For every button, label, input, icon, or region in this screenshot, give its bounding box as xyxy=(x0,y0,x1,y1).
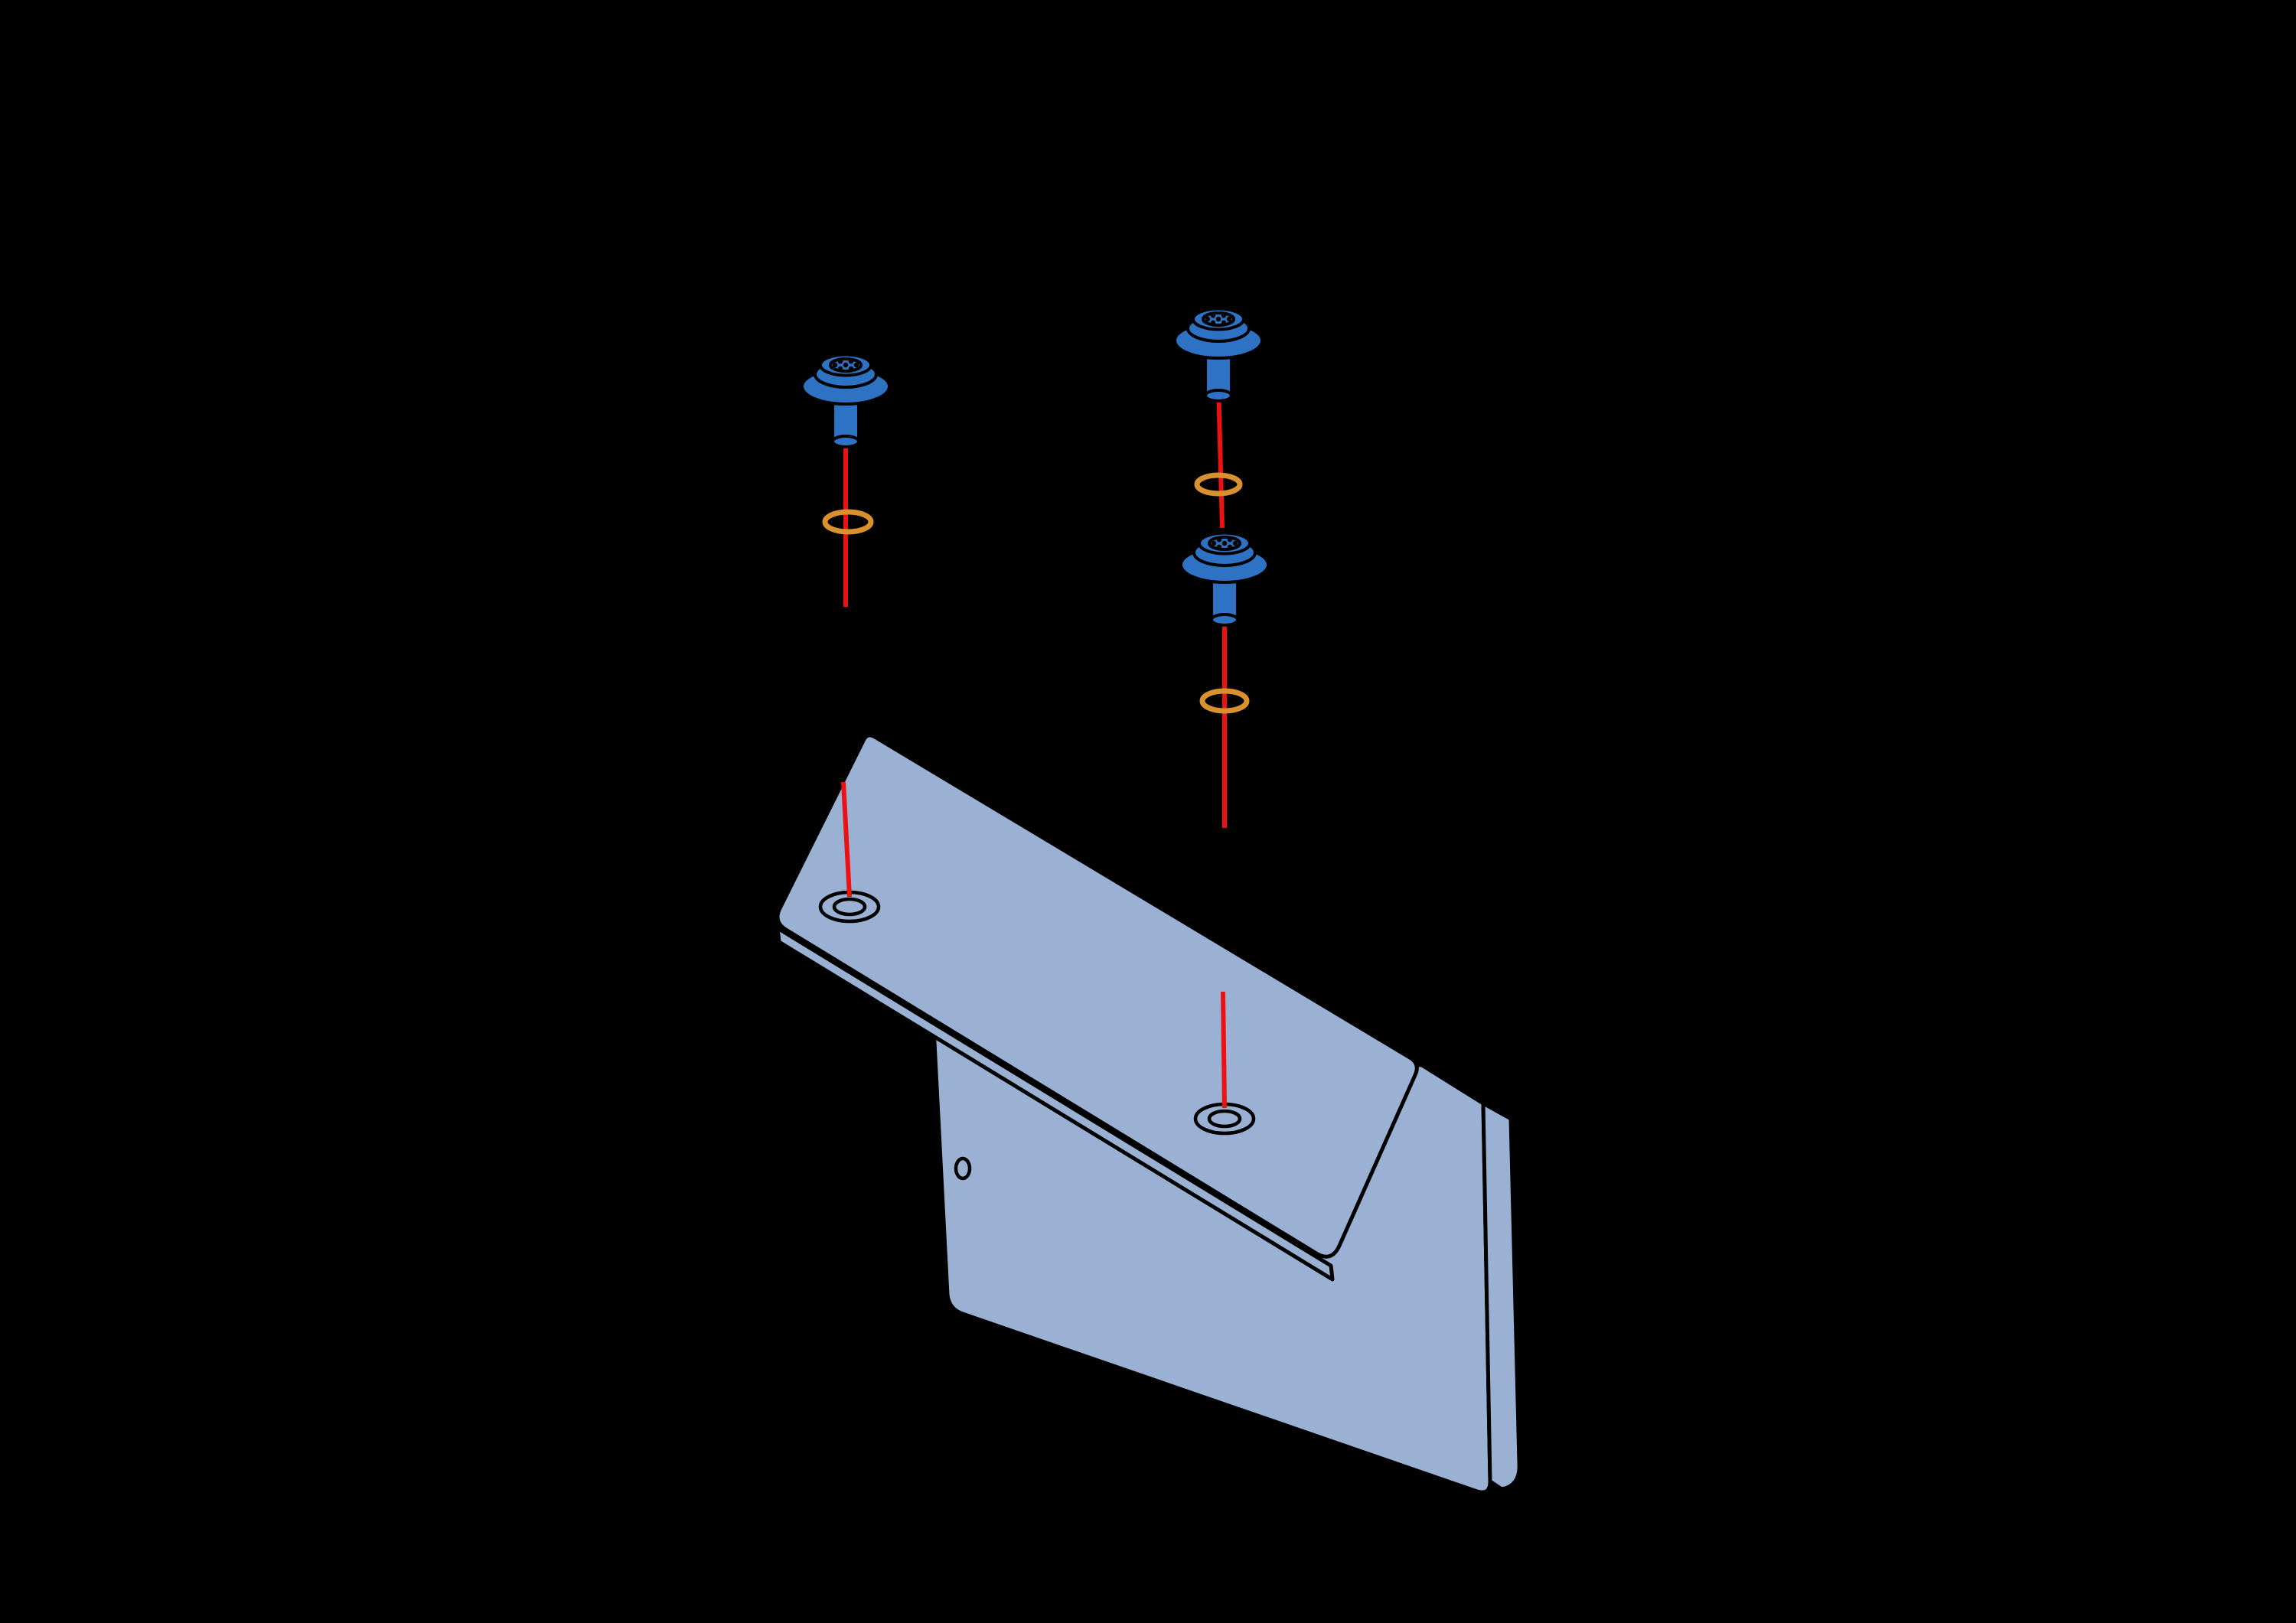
bracket xyxy=(775,733,1521,1494)
bracket-flange-thickness-edge xyxy=(775,926,1335,1282)
alignment-line-2-dashed xyxy=(1221,991,1227,1109)
washer-1 xyxy=(822,509,874,535)
bracket-right-edge-face xyxy=(1481,1101,1521,1491)
bracket-top-flange xyxy=(775,733,1419,1259)
washer-3 xyxy=(1199,688,1250,714)
washer-2 xyxy=(1194,472,1243,497)
washers xyxy=(822,472,1250,714)
alignment-lines xyxy=(841,383,1227,1109)
pilot-hole xyxy=(954,1156,972,1181)
alignment-line-2-upper xyxy=(1216,383,1225,529)
alignment-line-1-dashed xyxy=(841,781,852,898)
